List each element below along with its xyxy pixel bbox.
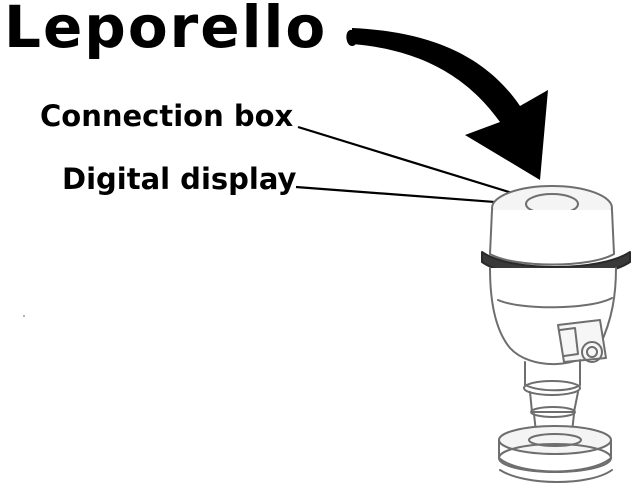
label-digital-display: Digital display: [62, 162, 297, 196]
speck-mark: [23, 315, 25, 317]
curved-arrow-icon: [346, 28, 548, 180]
label-connection-box: Connection box: [40, 99, 294, 133]
diagram-title: Leporello: [4, 0, 328, 61]
leader-line-connection-box: [297, 125, 549, 206]
device-drawing-icon: [481, 185, 631, 483]
